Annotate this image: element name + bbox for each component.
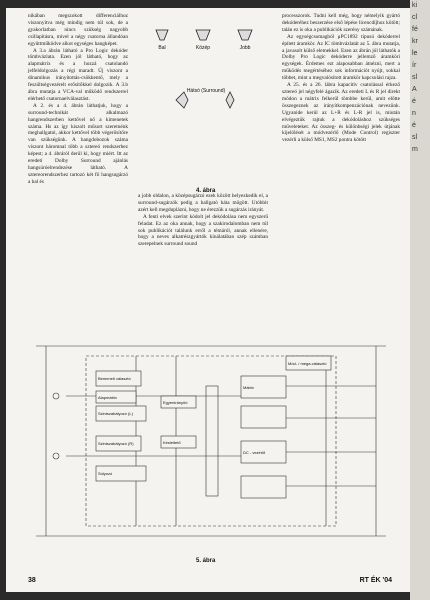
speaker-rear-right-icon (225, 91, 235, 109)
block (160, 395, 197, 409)
edge-text: é (412, 122, 416, 129)
paragraph: A 3.a ábrán látható a Pro Logic dekóder … (28, 47, 128, 102)
block-label: Bemeneti választó (98, 376, 131, 381)
paragraph: a jobb oldalon, a középsugárzó ezek közö… (138, 193, 268, 213)
edge-text: ki (412, 2, 418, 9)
speaker-label-rear: Hátsó (Surround) (187, 88, 226, 94)
speaker-right-icon (237, 29, 253, 41)
speaker-label-right: Jobb (240, 45, 251, 51)
block-label: Egyenirányító (163, 400, 188, 405)
text-column-right: processzorok. Tudni kell még, hogy némel… (282, 13, 400, 144)
figure-4-speaker-layout: Bal Közép Jobb Hátsó (Surround) 4. ábra (138, 12, 273, 194)
edge-text: A (412, 86, 417, 93)
speaker-center-icon (195, 29, 211, 41)
speaker-label-center: Közép (196, 45, 210, 51)
speaker-left-icon (155, 29, 169, 41)
block (95, 370, 142, 387)
block (240, 405, 287, 429)
edge-text: le (412, 50, 418, 57)
block (95, 390, 137, 404)
journal-footer: RT ÉK '04 (359, 577, 392, 584)
edge-text: é (412, 98, 416, 105)
ic-outline (85, 355, 337, 527)
block-label: Súlyozó (98, 471, 113, 476)
edge-text: cl (412, 14, 418, 21)
adjacent-page-edge: ki cl fé kr le ír sl A é n é sl m (410, 0, 430, 600)
block-label: Mátrix (243, 385, 254, 390)
block (240, 475, 287, 499)
block-label: Alapmátrix (98, 395, 117, 400)
block-label: DC - vezérlő (243, 450, 266, 455)
block-label: Késleltető (163, 440, 181, 445)
paragraph: Az egységcsomagból µPC1892 típusú dekóde… (282, 33, 400, 82)
block (240, 375, 287, 399)
page-number: 38 (28, 577, 36, 584)
edge-text: sl (412, 74, 418, 81)
block-label: Szintszabályozó (R) (98, 441, 134, 446)
edge-text: m (412, 146, 418, 153)
edge-text: ír (412, 62, 417, 69)
edge-text: sl (412, 134, 418, 141)
paragraph: A fenti elvek szerint kódolt jel dekódol… (138, 213, 268, 248)
paragraph: nikában megszokott differenciálhoz viszo… (28, 13, 128, 47)
figure-5-schematic: Bemeneti választó Alapmátrix Szintszabál… (26, 336, 396, 564)
block (95, 405, 147, 422)
edge-text: n (412, 110, 416, 117)
edge-text: kr (412, 38, 418, 45)
block (160, 435, 197, 449)
figure-4-caption: 4. ábra (196, 188, 216, 194)
paragraph: processzorok. Tudni kell még, hogy némel… (282, 13, 400, 33)
block (95, 435, 142, 452)
figure-5-caption: 5. ábra (196, 558, 216, 564)
block (205, 385, 219, 497)
block (285, 355, 332, 371)
block-label: Szintszabályozó (L) (98, 411, 134, 416)
edge-text: fé (412, 26, 418, 33)
block (95, 465, 147, 482)
document-page: nikában megszokott differenciálhoz viszo… (6, 8, 410, 592)
speaker-rear-left-icon (175, 91, 189, 109)
paragraph: A 25. és a 26. lábra kapacitív csatoláss… (282, 82, 400, 144)
text-column-left: nikában megszokott differenciálhoz viszo… (28, 13, 128, 186)
block-label: Mód- / mega-választó (288, 361, 327, 366)
speaker-label-left: Bal (158, 45, 165, 51)
paragraph: A 2. és a 4. ábrán láthatjuk, hogy a sur… (28, 102, 128, 185)
text-column-middle: a jobb oldalon, a középsugárzó ezek közö… (138, 193, 268, 248)
